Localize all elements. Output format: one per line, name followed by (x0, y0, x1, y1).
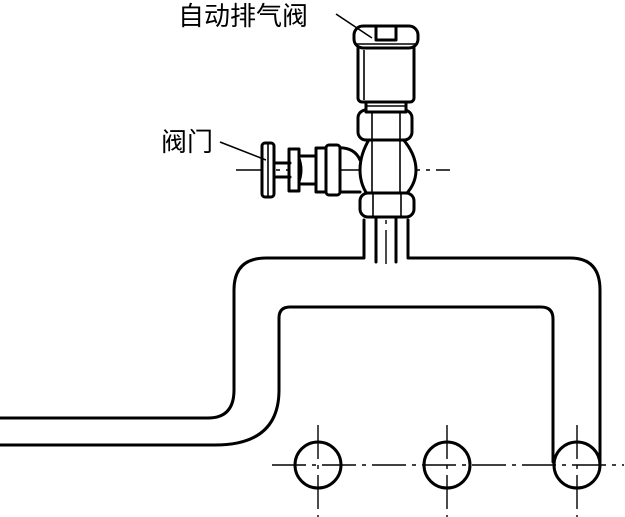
valve-body (296, 154, 318, 186)
air-vent-body (356, 40, 416, 104)
pipe-section-1 (293, 440, 343, 490)
auto-air-valve-label: 自动排气阀 (178, 2, 309, 32)
pipe-section-3 (552, 440, 602, 490)
valve-label: 阀门 (161, 128, 214, 158)
pipe-section-2 (422, 440, 472, 490)
valve-flange-left (287, 147, 301, 193)
main-pipe-inner-wall (0, 305, 555, 464)
main-pipe-top-wall (406, 218, 602, 464)
upper-hex-nut (356, 108, 414, 142)
valve-leader-line (219, 141, 267, 161)
air-vent-top-nut (374, 24, 398, 42)
air-vent-leader-line (335, 13, 373, 39)
main-pipe-outer-wall (0, 218, 366, 420)
lower-hex-nut (358, 191, 416, 219)
branch-coupling (324, 143, 342, 197)
tee-fitting-body (358, 136, 418, 200)
